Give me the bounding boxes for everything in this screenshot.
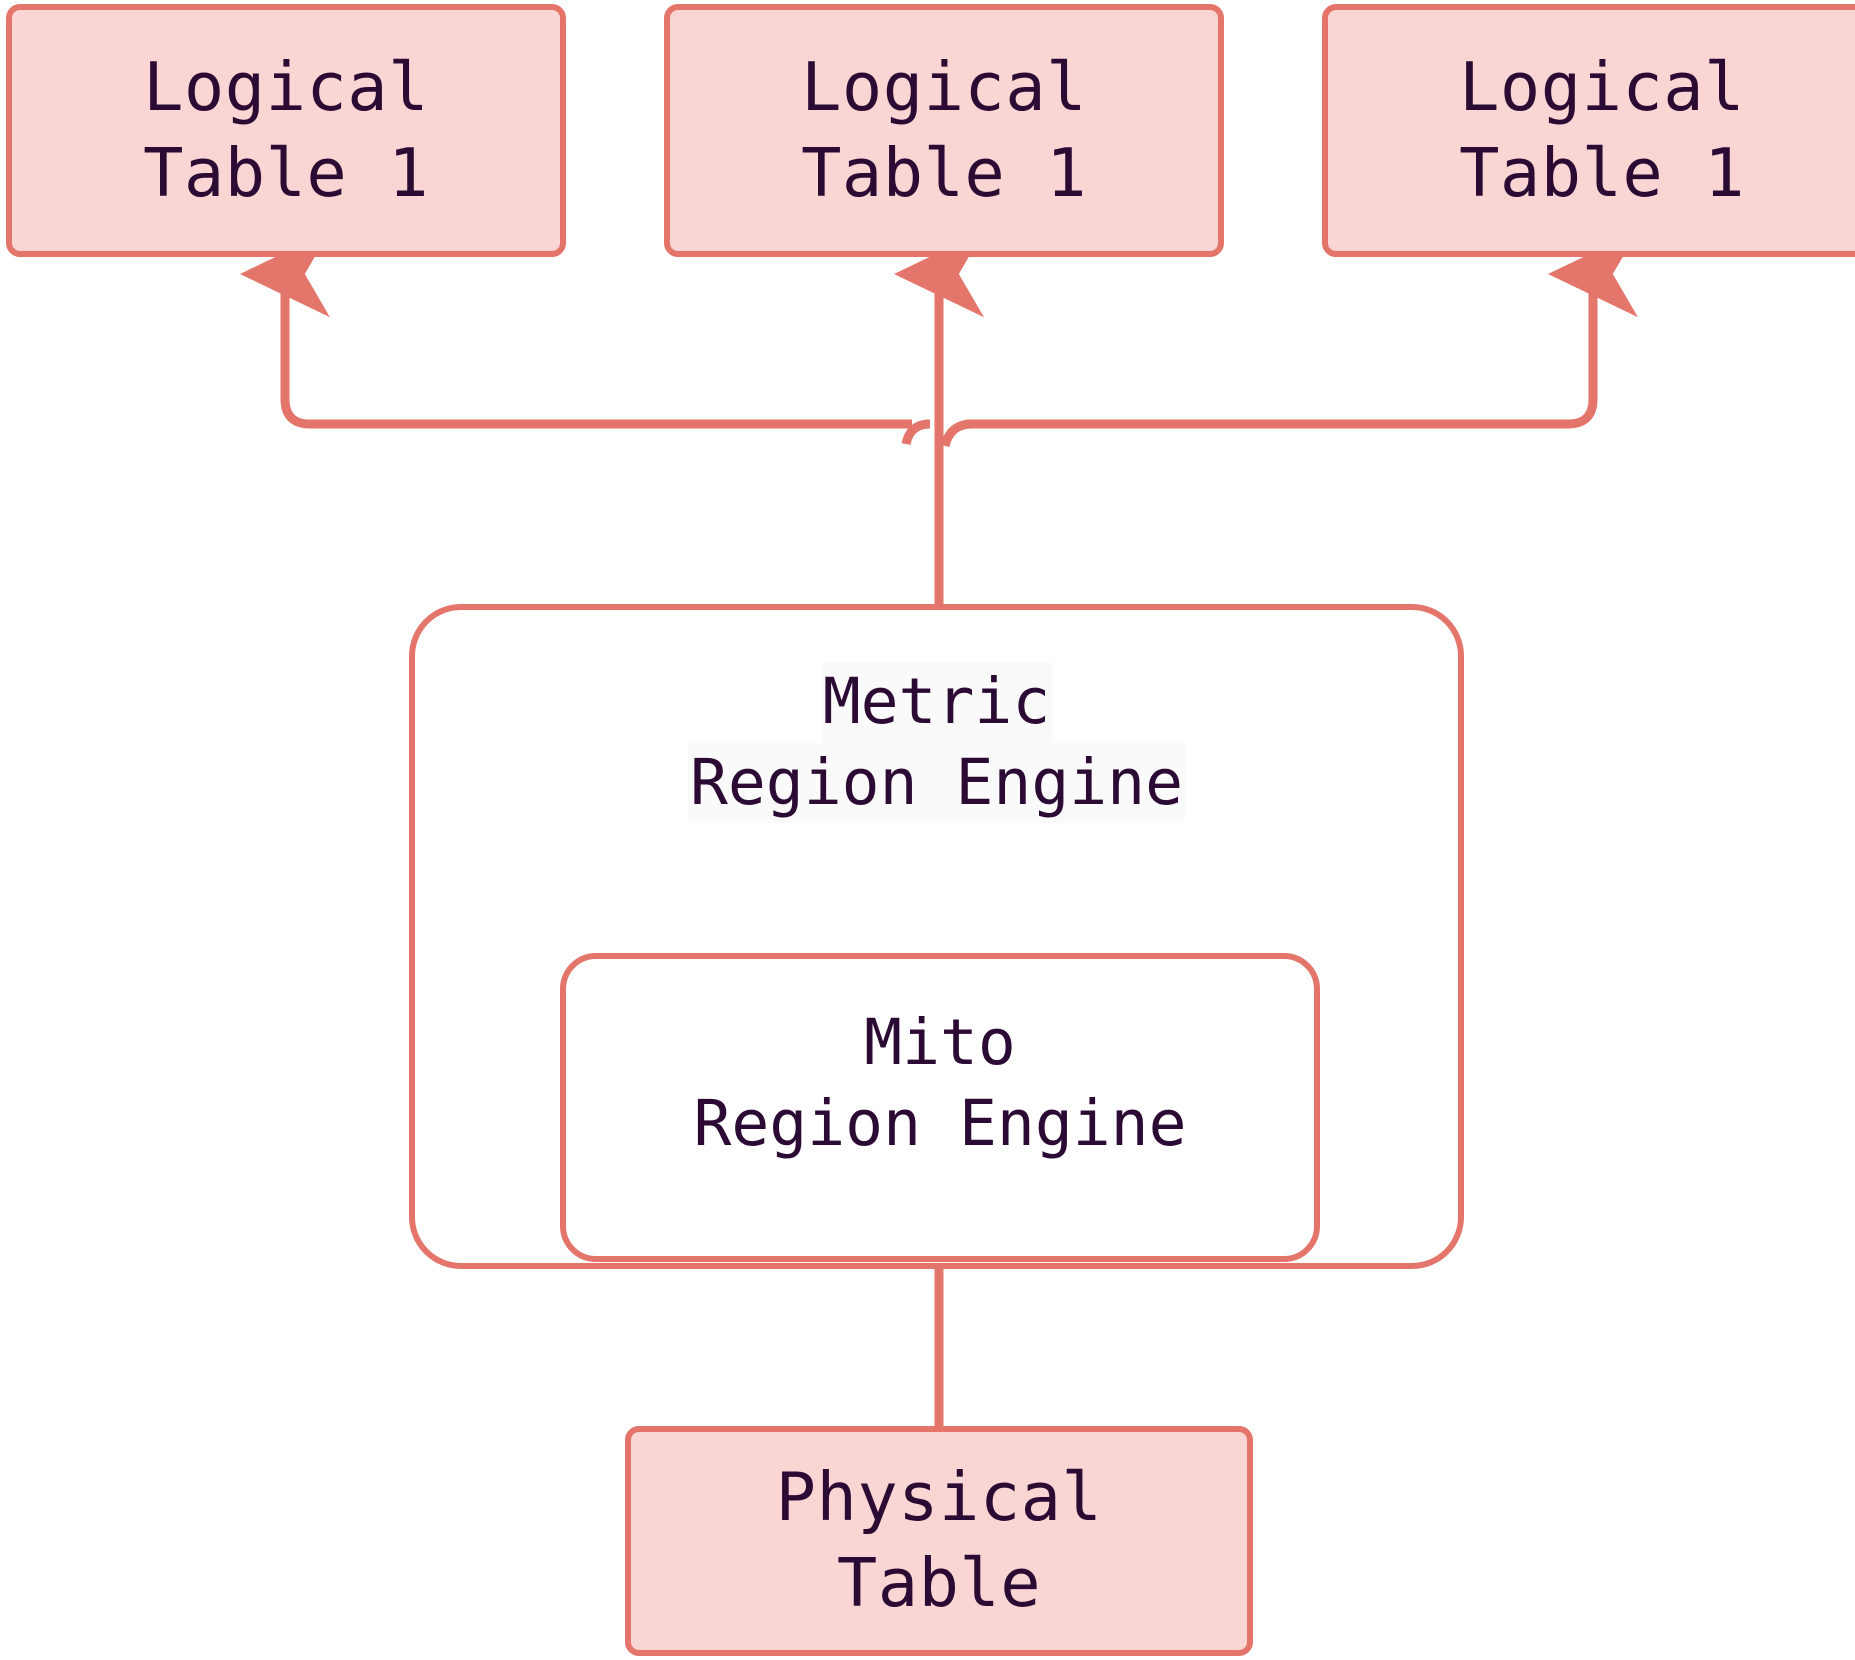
node-logical-table-2[interactable]: Logical Table 1 — [664, 4, 1224, 257]
edge-metric-to-logical-1 — [901, 419, 931, 446]
node-label-line-1: Logical — [801, 47, 1087, 126]
node-label-line-1: Physical — [775, 1458, 1103, 1537]
node-logical-table-1[interactable]: Logical Table 1 — [6, 4, 566, 257]
edge-metric-fillet-right — [940, 419, 973, 448]
node-physical-table[interactable]: Physical Table — [625, 1426, 1253, 1656]
node-label-line-2: Table 1 — [143, 133, 429, 212]
node-label-line-1: Mito — [864, 1006, 1016, 1079]
node-label-line-1: Logical — [143, 47, 429, 126]
node-label-line-1: Metric — [820, 662, 1053, 743]
edge-metric-to-logical-3-run — [966, 230, 1638, 429]
edge-metric-to-logical-1-run — [240, 230, 912, 429]
node-label-line-2: Table 1 — [1459, 133, 1745, 212]
node-mito-region-engine[interactable]: Mito Region Engine — [560, 953, 1320, 1262]
node-logical-table-3[interactable]: Logical Table 1 — [1322, 4, 1855, 257]
node-label-line-2: Region Engine — [687, 742, 1186, 824]
node-label-line-2: Region Engine — [693, 1086, 1187, 1160]
node-label-line-2: Table — [836, 1544, 1042, 1622]
node-label-line-1: Logical — [1459, 47, 1745, 126]
node-label-line-2: Table 1 — [801, 133, 1087, 212]
